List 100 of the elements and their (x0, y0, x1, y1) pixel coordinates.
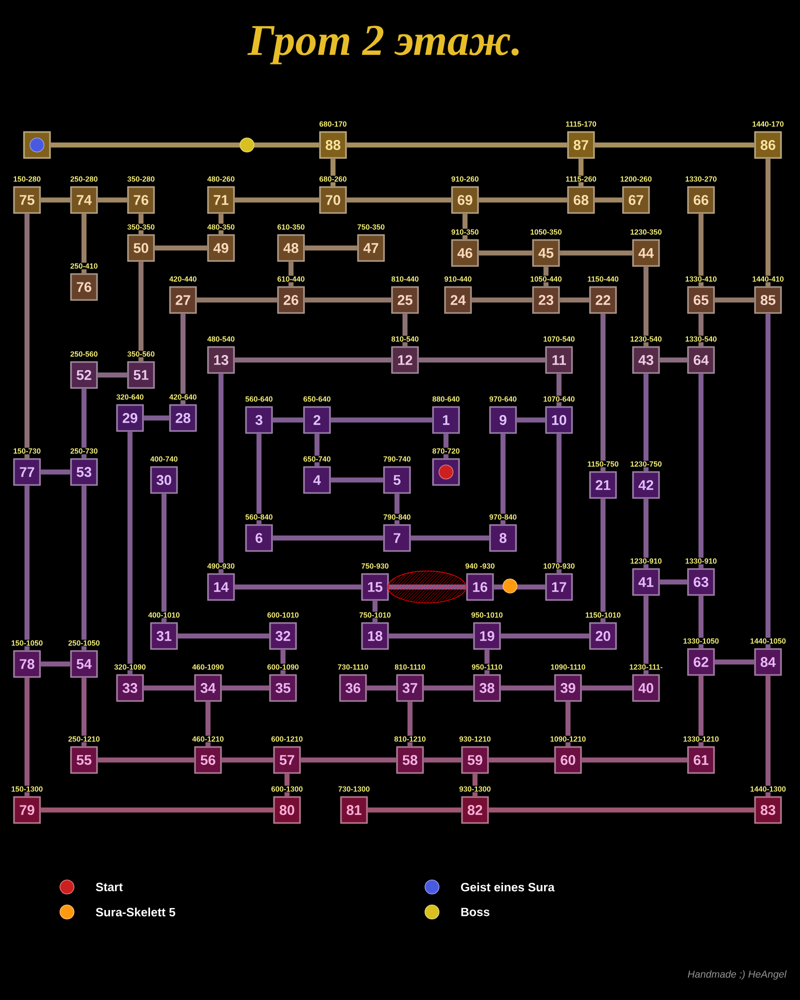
corridor (218, 214, 224, 234)
corridor (578, 158, 584, 186)
corridor (40, 470, 70, 474)
room-box: 59 (461, 746, 489, 774)
room-box: 44 (632, 239, 660, 267)
corridor (40, 808, 274, 812)
room-box: 47 (357, 234, 385, 262)
room-box: 26 (277, 286, 305, 314)
corridor (582, 686, 632, 690)
room-box: 82 (461, 796, 489, 824)
room-box: 45 (532, 239, 560, 267)
room-box: 80 (273, 796, 301, 824)
room-box: 4 (303, 466, 331, 494)
room-box: 18 (361, 622, 389, 650)
room-box: 38 (473, 674, 501, 702)
corridor (222, 758, 274, 762)
corridor (98, 758, 194, 762)
room-box: 61 (687, 746, 715, 774)
room-box: 24 (444, 286, 472, 314)
corridor (234, 358, 392, 362)
room-box: 5 (383, 466, 411, 494)
corridor (206, 702, 210, 746)
room-box: 76 (127, 186, 155, 214)
corridor (560, 298, 590, 302)
room-box: 21 (589, 471, 617, 499)
corridor (418, 358, 546, 362)
corridor (128, 432, 132, 674)
corridor (330, 418, 432, 422)
corridor (766, 676, 770, 796)
room-box: 88 (319, 131, 347, 159)
corridor (40, 662, 70, 666)
corridor (644, 374, 648, 472)
corridor (478, 250, 532, 256)
room-box: 9 (489, 406, 517, 434)
corridor (566, 702, 570, 746)
room-box: 41 (632, 568, 660, 596)
corridor (766, 158, 770, 286)
corridor (644, 596, 648, 674)
corridor (500, 434, 506, 524)
corridor (82, 678, 86, 746)
room-box: 60 (554, 746, 582, 774)
corridor (500, 686, 554, 690)
room-box: 19 (473, 622, 501, 650)
room-box: 71 (207, 186, 235, 214)
legend-label: Geist eines Sura (461, 882, 555, 892)
corridor (444, 434, 448, 458)
room-box: 30 (150, 466, 178, 494)
room-box: 42 (632, 471, 660, 499)
corridor (98, 198, 128, 202)
corridor (40, 198, 70, 202)
room-box: 1 (432, 406, 460, 434)
corridor (424, 758, 462, 762)
corridor (82, 388, 86, 458)
corridor (368, 808, 462, 812)
room-box: 39 (554, 674, 582, 702)
corridor (594, 198, 622, 202)
room-box: 6 (245, 524, 273, 552)
corridor (394, 494, 400, 524)
room-box: 49 (207, 234, 235, 262)
room-box: 27 (169, 286, 197, 314)
room-box: 10 (545, 406, 573, 434)
corridor (222, 686, 270, 690)
room-box: 54 (70, 650, 98, 678)
room-box: 74 (70, 186, 98, 214)
room-box: 63 (687, 568, 715, 596)
room-box: 22 (589, 286, 617, 314)
room-box: 66 (687, 186, 715, 214)
corridor (366, 686, 396, 690)
corridor (82, 486, 86, 650)
room-box: 33 (116, 674, 144, 702)
corridor (410, 536, 490, 540)
room-box: 31 (150, 622, 178, 650)
corridor (462, 214, 468, 240)
corridor (660, 358, 688, 362)
room-box: 28 (169, 404, 197, 432)
corridor (516, 418, 546, 422)
room-box: 76 (70, 273, 98, 301)
corridor (256, 434, 262, 524)
room-box: 17 (545, 573, 573, 601)
room-box: 78 (13, 650, 41, 678)
corridor (196, 298, 278, 302)
room-box: 83 (754, 796, 782, 824)
corridor (154, 246, 208, 250)
room-box: 81 (340, 796, 368, 824)
corridor (594, 142, 754, 148)
corridor (478, 198, 568, 202)
corridor (234, 198, 320, 202)
corridor (372, 600, 378, 622)
corridor (408, 702, 412, 746)
corridor (714, 298, 754, 302)
corridor (484, 650, 490, 674)
room-box: 64 (687, 346, 715, 374)
corridor (556, 374, 562, 406)
corridor (98, 372, 128, 378)
corridor (698, 676, 704, 746)
corridor (24, 214, 30, 458)
corridor (388, 634, 474, 638)
room-box: 37 (396, 674, 424, 702)
corridor (304, 246, 358, 250)
corridor (424, 686, 474, 690)
